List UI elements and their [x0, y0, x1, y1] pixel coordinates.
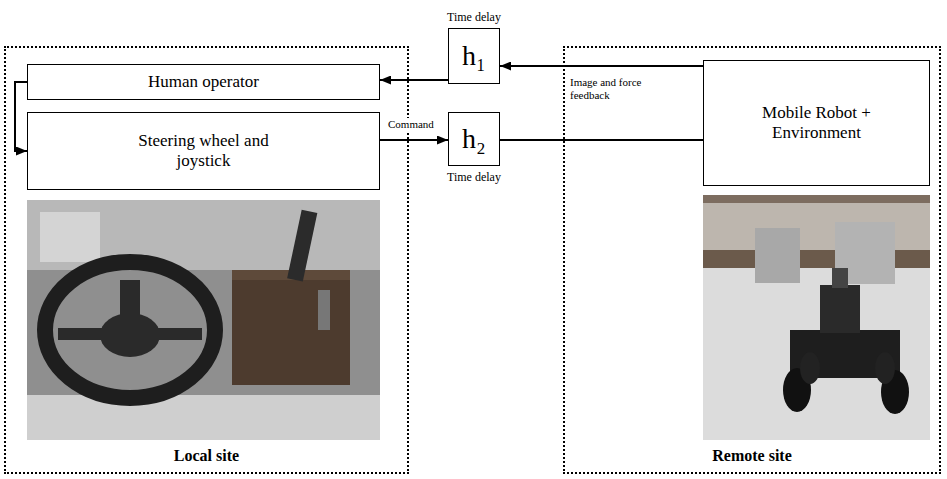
process-box: Human operator — [27, 64, 380, 100]
connector-arrow — [15, 82, 27, 151]
connector-label: Command — [386, 118, 436, 131]
delay-box: Time delayh₁ — [448, 28, 500, 84]
box-label: Steering wheel and joystick — [129, 131, 279, 171]
connector-arrow — [380, 79, 448, 81]
delay-caption: Time delay — [429, 10, 519, 24]
site-region: Mobile Robot + EnvironmentRemote site — [563, 46, 941, 474]
connector-arrow — [380, 139, 448, 141]
remote-photo — [703, 195, 930, 440]
site-label: Local site — [6, 447, 407, 466]
delay-symbol: h₂ — [462, 122, 486, 155]
connector-arrow — [500, 139, 703, 141]
process-box: Steering wheel and joystick — [27, 112, 380, 190]
process-box: Mobile Robot + Environment — [703, 60, 930, 186]
box-label: Human operator — [148, 72, 259, 92]
site-region: Human operatorSteering wheel and joystic… — [4, 46, 409, 474]
site-label: Remote site — [565, 447, 939, 466]
connector-arrow — [500, 65, 703, 67]
delay-symbol: h₁ — [462, 39, 486, 72]
local-photo — [27, 200, 380, 440]
delay-box: h₂Time delay — [448, 112, 500, 166]
box-label: Mobile Robot + Environment — [759, 103, 874, 143]
connector-label: Image and force feedback — [568, 76, 682, 101]
delay-caption: Time delay — [429, 170, 519, 184]
